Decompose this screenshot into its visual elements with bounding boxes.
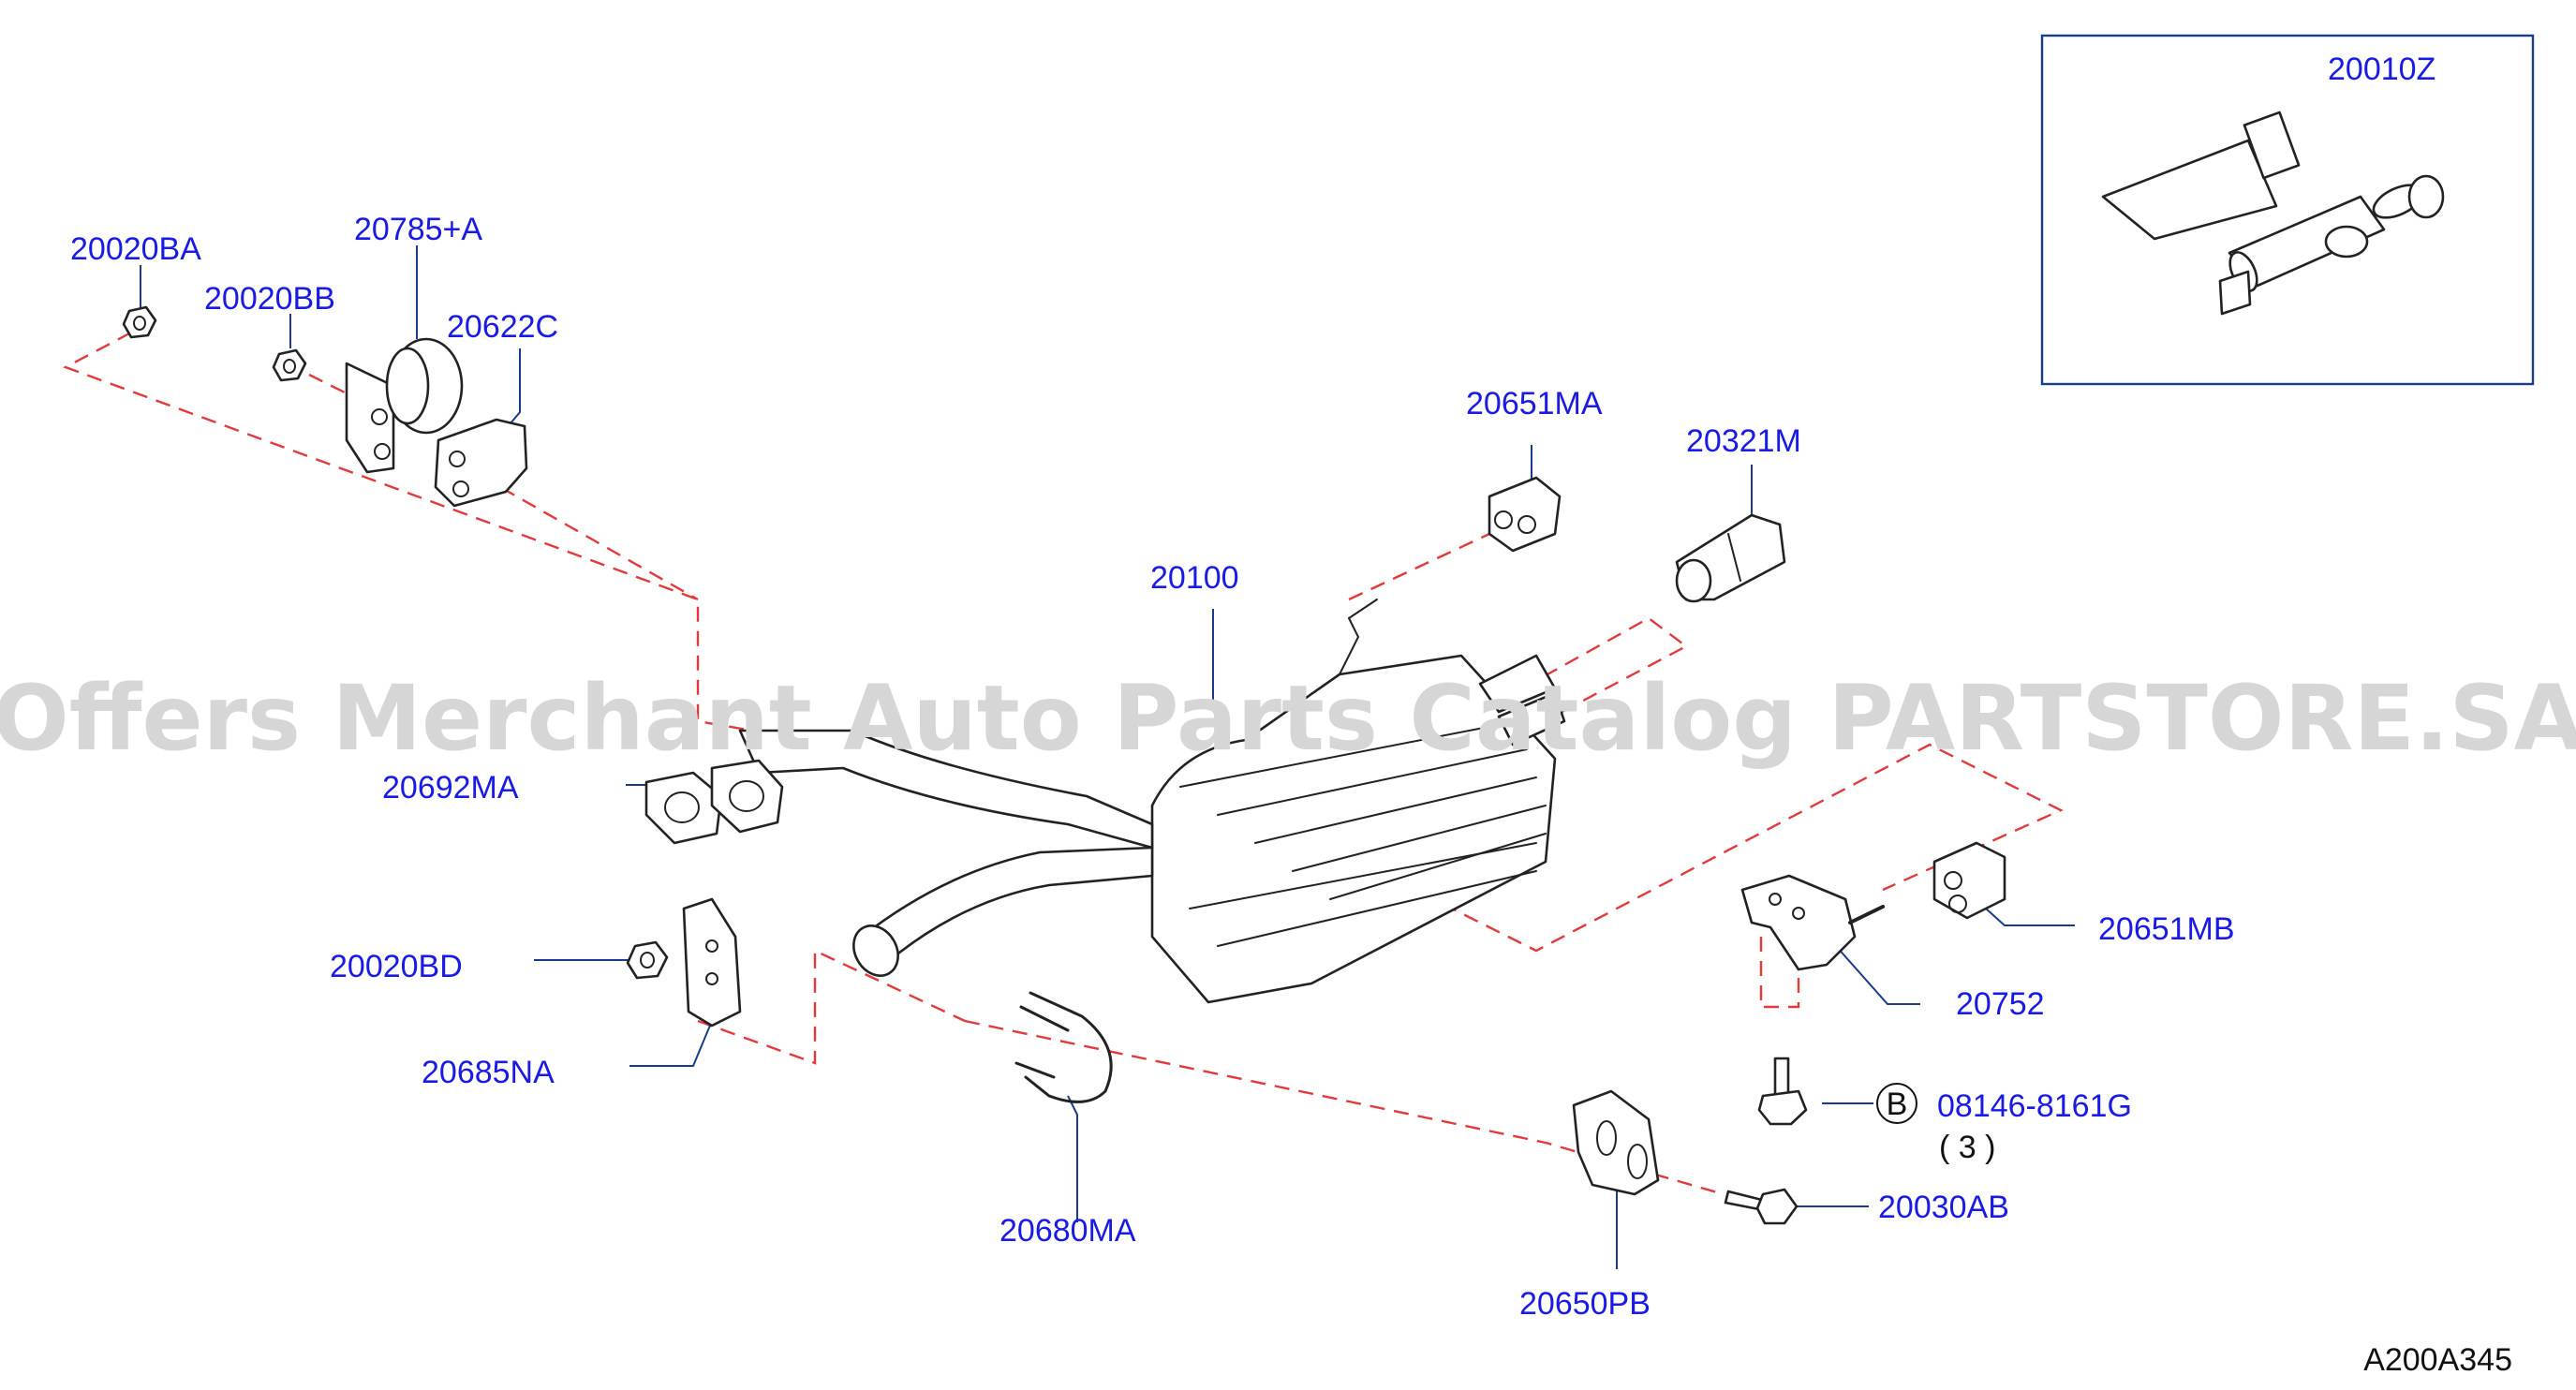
- bracket-20685NA-icon: [682, 897, 742, 1028]
- part-label-20685NA[interactable]: 20685NA: [422, 1055, 555, 1090]
- part-label-20020BA[interactable]: 20020BA: [70, 231, 201, 267]
- insulator-20785A-icon: [345, 337, 464, 474]
- part-label-20321M[interactable]: 20321M: [1686, 423, 1801, 459]
- sealant-tube-illustration: [2101, 111, 2445, 316]
- part-label-20010Z[interactable]: 20010Z: [2328, 52, 2435, 87]
- nut-20020BA-icon: [122, 305, 157, 339]
- u-bolt-20680MA-icon: [1014, 991, 1113, 1103]
- watermark: Offers Merchant Auto Parts Catalog PARTS…: [0, 666, 2576, 771]
- diagram-reference-code: A200A345: [2363, 1342, 2512, 1378]
- muffler-20100-icon: [1150, 599, 1566, 1004]
- reference-marker-b-circle: [1876, 1083, 1917, 1124]
- part-label-20020BD[interactable]: 20020BD: [330, 949, 463, 984]
- part-label-20020BB[interactable]: 20020BB: [204, 281, 335, 317]
- gasket-20692MA-icon: [644, 759, 784, 845]
- part-label-08146-8161G[interactable]: 08146-8161G: [1937, 1088, 2132, 1124]
- part-label-20680MA[interactable]: 20680MA: [999, 1213, 1136, 1249]
- bolt-20030AB-icon: [1724, 1188, 1799, 1225]
- bracket-20622C-icon: [434, 418, 528, 508]
- bolt-08146-icon: [1757, 1057, 1808, 1126]
- bracket-20752-icon: [1740, 874, 1885, 971]
- nut-20020BB-icon: [272, 348, 307, 382]
- sealant-inset-box: [2040, 34, 2535, 386]
- assembly-dashed-lines: [63, 331, 2064, 1196]
- part-label-20030AB[interactable]: 20030AB: [1878, 1190, 2009, 1225]
- rubber-hanger-20650PB-icon: [1572, 1089, 1660, 1196]
- rubber-mount-20651MB-icon: [1932, 841, 2006, 920]
- part-label-20651MA[interactable]: 20651MA: [1466, 386, 1603, 421]
- part-label-20752[interactable]: 20752: [1956, 986, 2045, 1022]
- part-quantity-08146-8161G: ( 3 ): [1939, 1130, 1995, 1165]
- rubber-mount-20651MA-icon: [1488, 476, 1562, 553]
- reference-marker-b-letter: B: [1887, 1087, 1908, 1122]
- tail-tube-20321M-icon: [1675, 513, 1786, 603]
- part-label-20100[interactable]: 20100: [1150, 560, 1239, 596]
- nut-20020BD-icon: [626, 940, 669, 980]
- part-label-20785A[interactable]: 20785+A: [354, 212, 482, 247]
- part-label-20622C[interactable]: 20622C: [447, 309, 558, 345]
- part-label-20651MB[interactable]: 20651MB: [2098, 911, 2235, 947]
- part-label-20650PB[interactable]: 20650PB: [1519, 1286, 1651, 1322]
- part-label-20692MA[interactable]: 20692MA: [382, 770, 519, 806]
- front-pipe-icon: [738, 729, 1154, 977]
